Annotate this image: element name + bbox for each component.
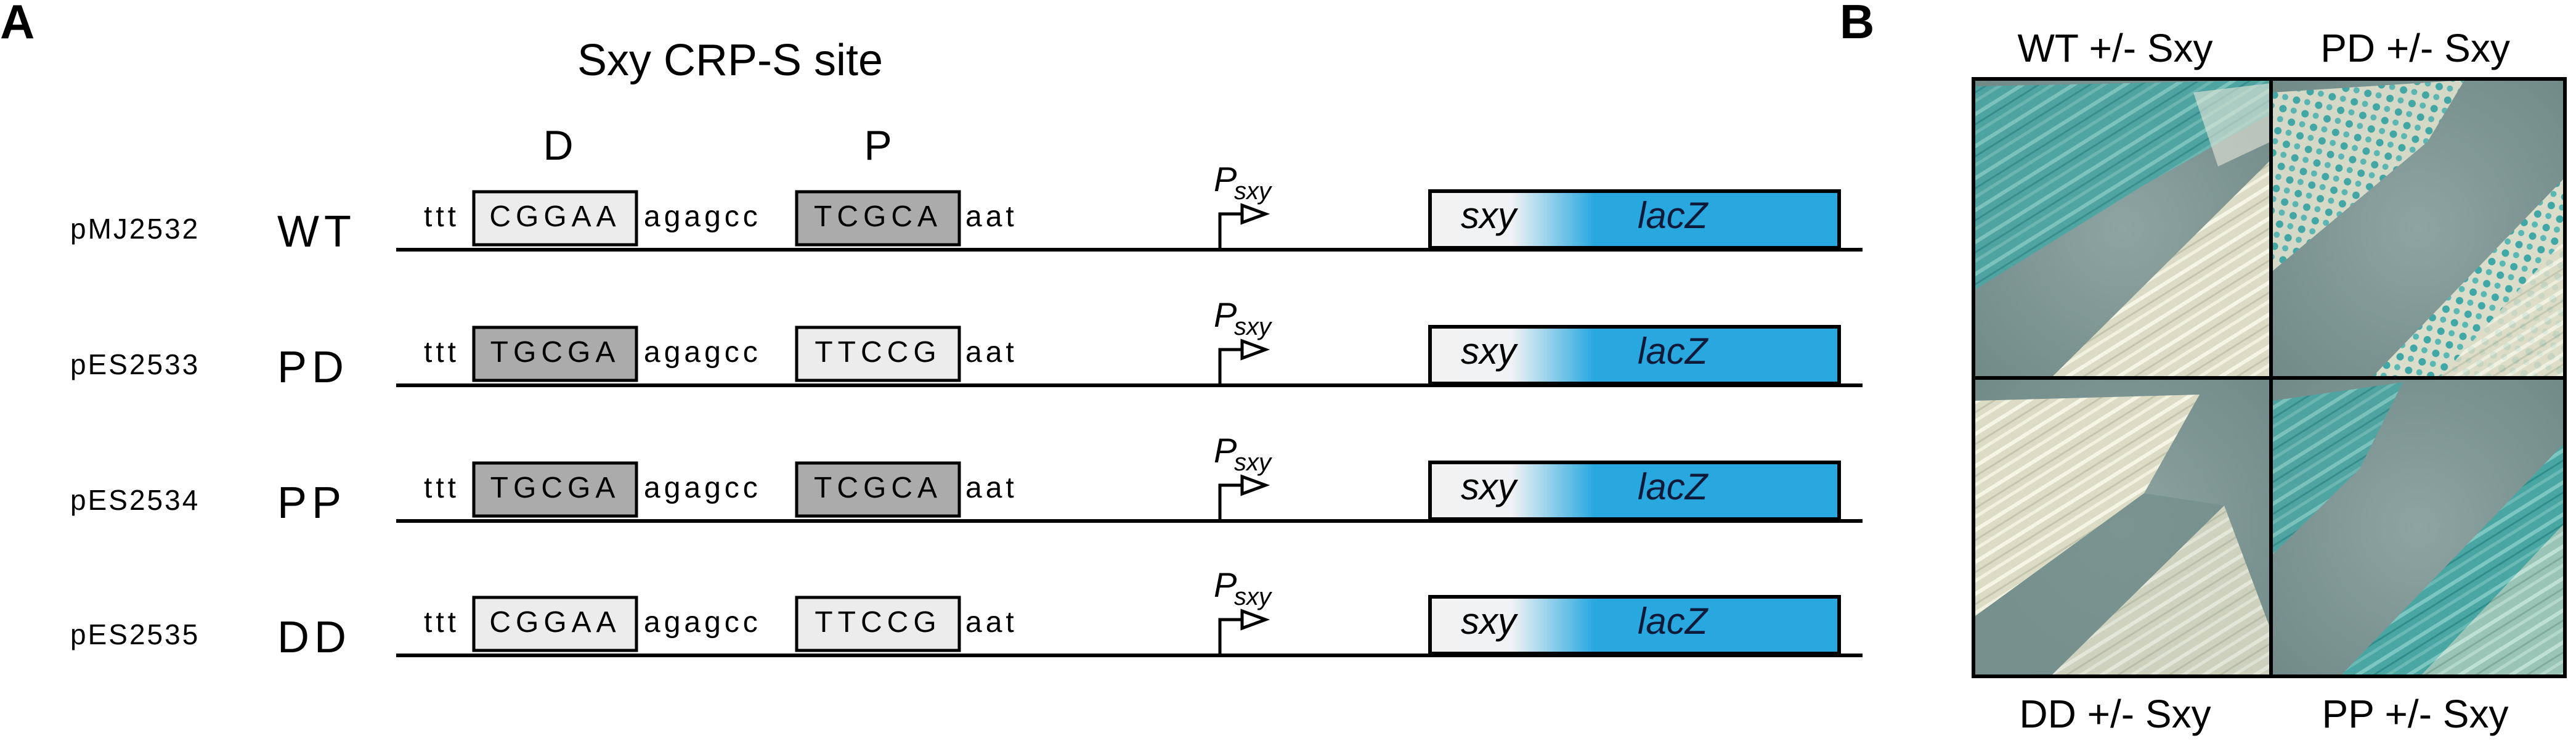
gene-sxy-label-dd: sxy: [1461, 600, 1519, 642]
reporter-gene-box-dd: [1428, 595, 1841, 655]
plate-photo-pd: [2272, 80, 2564, 377]
site-d-sequence-dd: CGGAA: [489, 606, 620, 639]
site-p-box-wt: [795, 190, 961, 247]
site-d-box-dd: [472, 596, 638, 652]
promoter-arrowhead-pp: [1240, 474, 1270, 496]
plate-photo-dd: [1975, 379, 2270, 675]
site-p-sequence-pd: TTCCG: [815, 336, 941, 369]
site-d-box-pp: [472, 461, 638, 518]
spacer-sequence-pp: agagcc: [644, 472, 762, 504]
flank-right-dd: aat: [965, 606, 1018, 639]
promoter-label-wt: P: [1214, 160, 1237, 199]
site-d-sequence-pd: TGCGA: [490, 336, 620, 369]
variant-label-wt: WT: [277, 207, 356, 256]
site-d-sequence-wt: CGGAA: [489, 200, 620, 233]
site-p-box-dd: [795, 596, 961, 652]
plasmid-name-wt: pMJ2532: [70, 213, 200, 245]
spacer-sequence-pd: agagcc: [644, 336, 762, 369]
flank-left-dd: ttt: [424, 606, 460, 639]
panel-a-letter: A: [0, 0, 35, 49]
gene-lacz-label-dd: lacZ: [1638, 600, 1709, 642]
gene-lacz-label-pd: lacZ: [1638, 330, 1709, 372]
distal-site-label: D: [543, 122, 573, 169]
reporter-gene-box-pp: [1428, 461, 1841, 521]
flank-left-pd: ttt: [424, 336, 460, 369]
promoter-label-pp: P: [1214, 431, 1237, 470]
gene-sxy-label-pp: sxy: [1461, 466, 1519, 507]
plate-label-dd: DD +/- Sxy: [2019, 692, 2211, 736]
flank-right-pp: aat: [965, 472, 1018, 504]
site-p-sequence-pp: TCGCA: [814, 472, 942, 504]
site-p-sequence-wt: TCGCA: [814, 200, 942, 233]
variant-label-pp: PP: [277, 478, 346, 528]
gene-sxy-label-pd: sxy: [1461, 330, 1519, 372]
promoter-arrowhead-wt: [1240, 203, 1270, 225]
promoter-subscript-pd: sxy: [1234, 313, 1273, 340]
plasmid-name-pp: pES2534: [70, 484, 200, 516]
promoter-arrowhead-dd: [1240, 609, 1270, 631]
flank-left-wt: ttt: [424, 200, 460, 233]
plasmid-name-dd: pES2535: [70, 618, 200, 650]
promoter-arrow-wt: [1218, 212, 1243, 248]
site-d-sequence-pp: TGCGA: [490, 472, 620, 504]
plate-label-pp: PP +/- Sxy: [2322, 692, 2509, 736]
plate-label-pd: PD +/- Sxy: [2320, 26, 2510, 70]
plasmid-name-pd: pES2533: [70, 348, 200, 380]
flank-right-wt: aat: [965, 200, 1018, 233]
promoter-label-pd: P: [1214, 295, 1237, 334]
flank-right-pd: aat: [965, 336, 1018, 369]
site-p-box-pd: [795, 326, 961, 382]
gene-lacz-label-pp: lacZ: [1638, 466, 1709, 507]
site-p-sequence-dd: TTCCG: [815, 606, 941, 639]
gene-sxy-label-wt: sxy: [1461, 195, 1519, 236]
promoter-arrowhead-pd: [1240, 338, 1270, 361]
promoter-subscript-dd: sxy: [1234, 583, 1273, 610]
promoter-arrow-pd: [1218, 348, 1243, 384]
plate-label-wt: WT +/- Sxy: [2017, 26, 2212, 70]
promoter-arrow-pp: [1218, 483, 1243, 520]
plate-photo-pp: [2272, 379, 2564, 675]
panel-b-letter: B: [1840, 0, 1874, 49]
panel-a-title: Sxy CRP-S site: [577, 36, 883, 85]
reporter-gene-box-pd: [1428, 325, 1841, 385]
promoter-arrow-dd: [1218, 618, 1243, 654]
promoter-label-dd: P: [1214, 565, 1237, 604]
reporter-gene-box-wt: [1428, 189, 1841, 250]
site-d-box-pd: [472, 326, 638, 382]
variant-label-pd: PD: [277, 343, 349, 392]
spacer-sequence-dd: agagcc: [644, 606, 762, 639]
proximal-site-label: P: [864, 122, 892, 169]
site-d-box-wt: [472, 190, 638, 247]
variant-label-dd: DD: [277, 613, 351, 662]
promoter-subscript-wt: sxy: [1234, 178, 1273, 205]
gene-lacz-label-wt: lacZ: [1638, 195, 1709, 236]
spacer-sequence-wt: agagcc: [644, 200, 762, 233]
plate-grid: [1972, 77, 2567, 678]
flank-left-pp: ttt: [424, 472, 460, 504]
plate-photo-wt: [1975, 80, 2270, 377]
promoter-subscript-pp: sxy: [1234, 449, 1273, 476]
site-p-box-pp: [795, 461, 961, 518]
